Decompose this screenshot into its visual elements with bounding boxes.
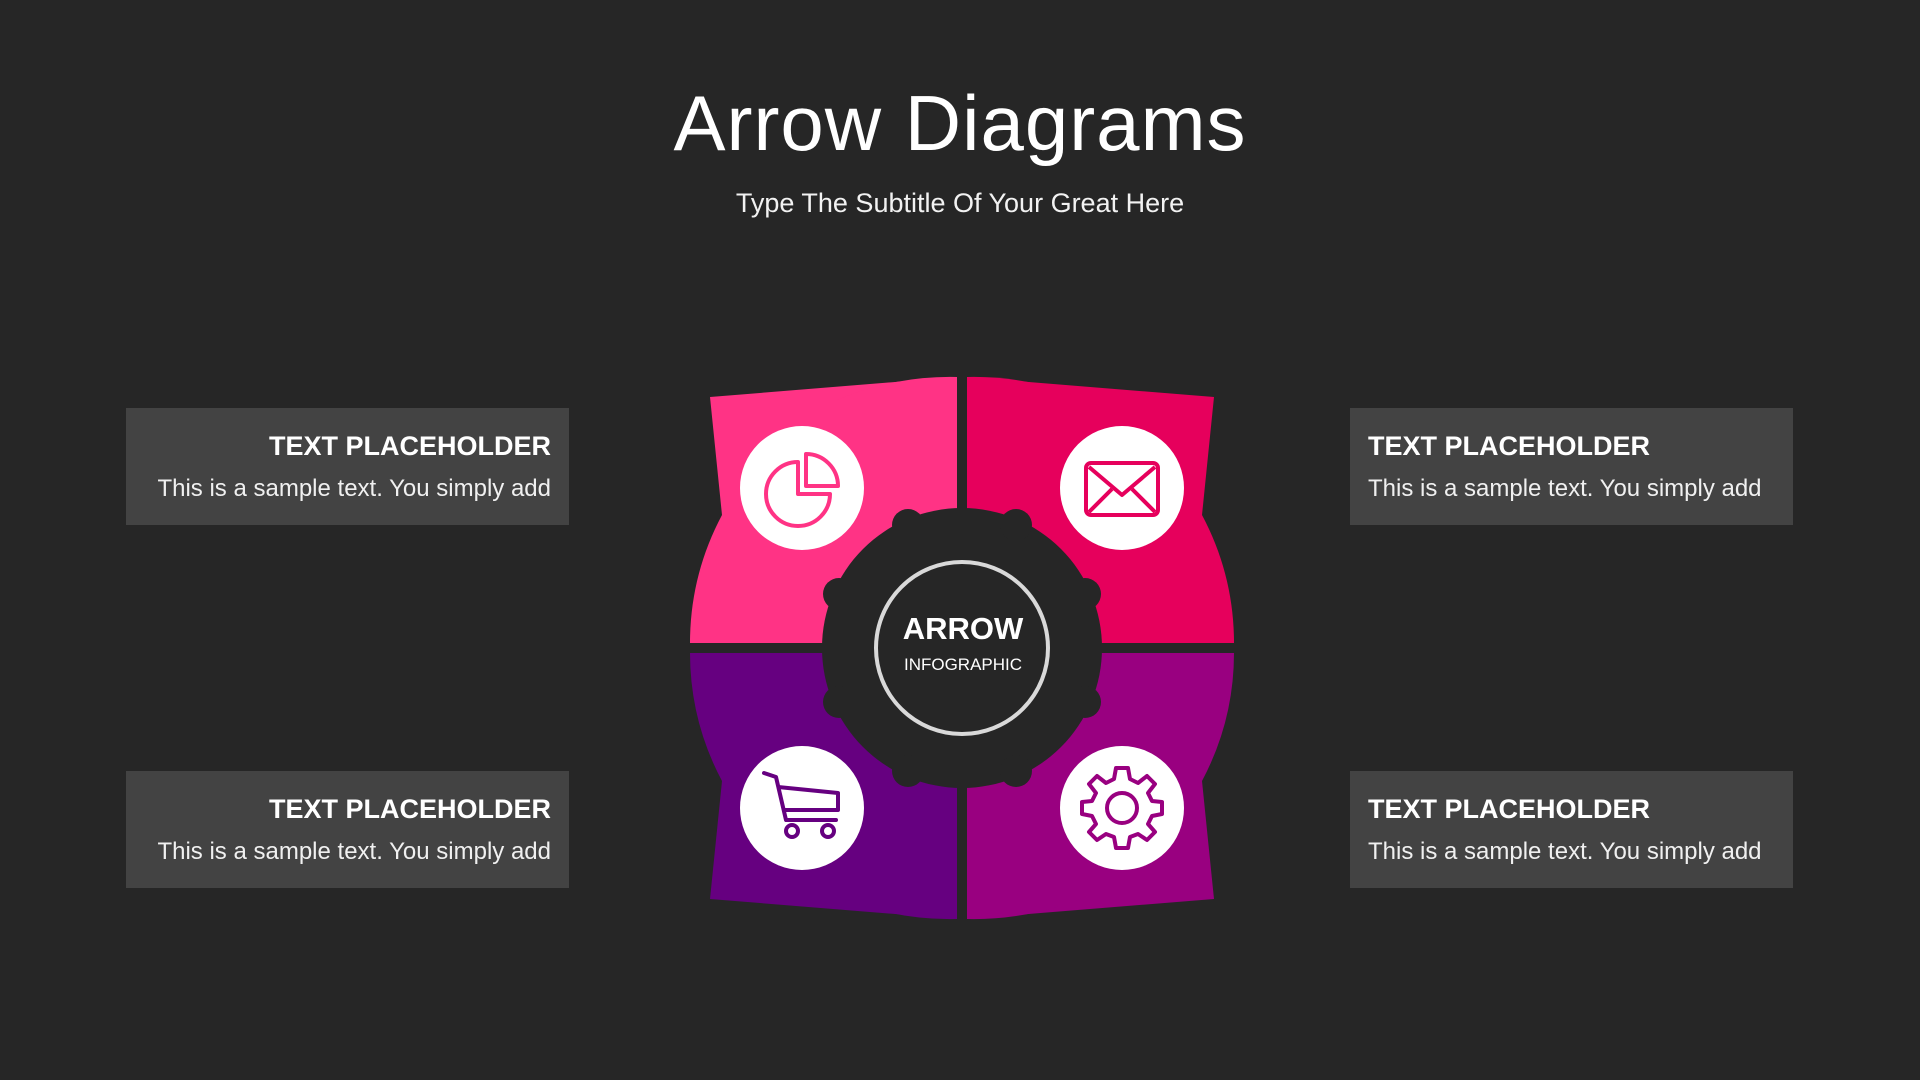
segment-top-right-arc	[967, 376, 1087, 400]
page-title: Arrow Diagrams	[673, 79, 1247, 167]
text-box-title: TEXT PLACEHOLDER	[268, 431, 551, 461]
page-subtitle: Type The Subtitle Of Your Great Here	[735, 188, 1185, 218]
text-box-bottom-right: TEXT PLACEHOLDER This is a sample text. …	[1350, 771, 1793, 888]
text-box-body: This is a sample text. You simply add	[1368, 838, 1762, 865]
text-box-title: TEXT PLACEHOLDER	[1368, 431, 1651, 461]
text-box-title: TEXT PLACEHOLDER	[1368, 794, 1651, 824]
segment-bottom-left-arc	[837, 896, 957, 920]
center-label-main: ARROW	[902, 611, 1024, 646]
pie-chart-icon	[740, 426, 864, 550]
segment-bottom-right-arc	[967, 896, 1087, 920]
center-label: ARROW INFOGRAPHIC	[877, 561, 1049, 733]
center-hub	[822, 508, 1102, 788]
text-box-body: This is a sample text. You simply add	[157, 838, 551, 865]
shopping-cart-icon	[740, 746, 864, 870]
text-box-title: TEXT PLACEHOLDER	[268, 794, 551, 824]
text-box-top-right: TEXT PLACEHOLDER This is a sample text. …	[1350, 408, 1793, 525]
text-box-top-left: TEXT PLACEHOLDER This is a sample text. …	[126, 408, 569, 525]
gear-icon	[1060, 746, 1184, 870]
envelope-icon	[1060, 426, 1184, 550]
text-box-body: This is a sample text. You simply add	[1368, 475, 1762, 502]
center-ring	[874, 560, 1050, 736]
segment-top-left-arc	[837, 376, 957, 400]
center-label-sub: INFOGRAPHIC	[903, 655, 1023, 674]
text-box-body: This is a sample text. You simply add	[157, 475, 551, 502]
text-box-bottom-left: TEXT PLACEHOLDER This is a sample text. …	[126, 771, 569, 888]
